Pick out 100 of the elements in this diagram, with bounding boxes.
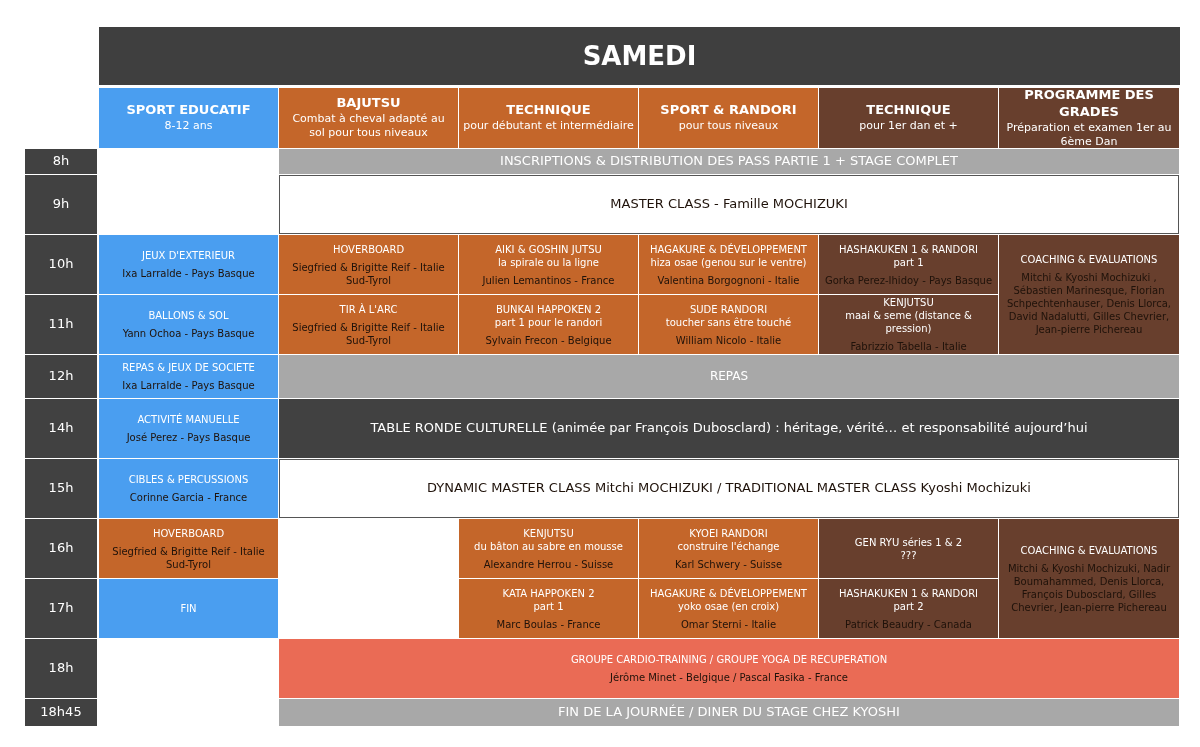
session-subtitle: toucher sans être touché	[665, 315, 792, 329]
title-bar: SAMEDI	[99, 27, 1180, 85]
session-title: REPAS & JEUX DE SOCIETE	[122, 361, 255, 374]
instructor-names: Omar Sterni - Italie	[680, 617, 777, 631]
instructor-names: Siegfried & Brigitte Reif - Italie Sud-Tyrol	[291, 320, 446, 347]
session-subtitle: construire l'échange	[677, 539, 780, 553]
time-cell	[25, 579, 97, 638]
session-title: HASHAKUKEN 1 & RANDORI	[838, 242, 979, 256]
session-cell	[459, 519, 638, 578]
time-cell	[25, 355, 97, 398]
general-session	[279, 399, 1179, 458]
session-title: HAGAKURE & DÉVELOPPEMENT	[650, 242, 807, 256]
session-title: TIR À L'ARC	[339, 302, 398, 316]
time-label: 14h	[48, 420, 74, 437]
session-title: FIN	[180, 602, 197, 615]
session-subtitle: hiza osae (genou sur le ventre)	[650, 255, 807, 269]
column-header	[99, 88, 278, 148]
session-cell	[279, 295, 458, 354]
session-title: SUDE RANDORI	[689, 302, 768, 316]
column-header	[639, 88, 818, 148]
session-subtitle: du bâton au sabre en mousse	[474, 539, 623, 553]
session-title: DYNAMIC MASTER CLASS Mitchi MOCHIZUKI / TRADITIONAL MASTER CLASS Kyoshi Mochizuki	[427, 480, 1031, 497]
time-label: 12h	[48, 368, 74, 385]
session-cell	[639, 519, 818, 578]
instructor-names: William Nicolo - Italie	[675, 333, 782, 347]
session-title: FIN DE LA JOURNÉE / DINER DU STAGE CHEZ KYOSHI	[558, 704, 900, 721]
instructor-names: Sylvain Frecon - Belgique	[485, 333, 612, 347]
instructor-names: Fabrizzio Tabella - Italie	[850, 340, 967, 353]
session-cell	[459, 295, 638, 354]
session-title: COACHING & EVALUATIONS	[1020, 543, 1158, 557]
session-title: MASTER CLASS - Famille MOCHIZUKI	[610, 196, 848, 213]
instructor-names: Corinne Garcia - France	[129, 491, 248, 504]
session-title: BALLONS & SOL	[148, 309, 229, 322]
column-header	[279, 88, 458, 148]
session-title: ACTIVITÉ MANUELLE	[137, 413, 240, 426]
instructor-names: Siegfried & Brigitte Reif - Italie Sud-Tyrol	[291, 260, 446, 287]
column-subtitle: Combat à cheval adapté au sol pour tous niveaux	[291, 112, 446, 141]
session-cell	[99, 295, 278, 354]
column-header	[999, 88, 1179, 148]
session-title: GROUPE CARDIO-TRAINING / GROUPE YOGA DE RECUPERATION	[570, 653, 888, 666]
column-subtitle: pour 1er dan et +	[859, 119, 958, 134]
time-cell	[25, 175, 97, 234]
session-cell	[999, 519, 1179, 638]
session-subtitle: maai & seme (distance & pression)	[844, 309, 973, 335]
session-cell	[459, 579, 638, 638]
instructor-names: Ixa Larralde - Pays Basque	[122, 267, 255, 280]
column-title: PROGRAMME DES GRADES	[1023, 86, 1155, 121]
session-cell	[639, 295, 818, 354]
general-session	[279, 459, 1179, 518]
session-cell	[639, 235, 818, 294]
time-cell	[25, 295, 97, 354]
instructor-names: Siegfried & Brigitte Reif - Italie Sud-Tyrol	[111, 544, 266, 571]
session-title: KENJUTSU	[523, 526, 574, 540]
time-label: 18h	[48, 660, 74, 677]
column-subtitle: pour tous niveaux	[678, 119, 779, 134]
session-title: HAGAKURE & DÉVELOPPEMENT	[650, 586, 807, 600]
session-cell	[99, 459, 278, 518]
session-cell	[819, 579, 998, 638]
general-band	[279, 149, 1179, 174]
time-cell	[25, 639, 97, 698]
instructor-names: Yann Ochoa - Pays Basque	[122, 327, 255, 340]
session-cell	[819, 519, 998, 578]
session-title: BUNKAI HAPPOKEN 2	[495, 302, 602, 316]
instructor-names: José Perez - Pays Basque	[126, 431, 251, 444]
session-subtitle: part 1	[533, 599, 564, 613]
time-cell	[25, 459, 97, 518]
time-label: 18h45	[40, 704, 82, 721]
session-title: CIBLES & PERCUSSIONS	[128, 473, 249, 486]
session-cell	[99, 355, 278, 398]
general-session	[279, 175, 1179, 234]
session-cell	[99, 579, 278, 638]
time-label: 9h	[52, 196, 70, 213]
session-subtitle: ???	[900, 548, 917, 562]
time-cell	[25, 519, 97, 578]
column-title: SPORT EDUCATIF	[126, 102, 251, 120]
session-title: TABLE RONDE CULTURELLE (animée par François Dubosclard) : héritage, vérité… et responsabilité aujourd’hui	[370, 420, 1088, 437]
session-title: KENJUTSU	[883, 296, 934, 309]
instructor-names: Marc Boulas - France	[496, 617, 601, 631]
session-cell	[639, 579, 818, 638]
session-title: HOVERBOARD	[332, 242, 405, 256]
session-subtitle: part 1 pour le randori	[494, 315, 603, 329]
session-title: REPAS	[709, 368, 749, 385]
instructor-names: Mitchi & Kyoshi Mochizuki, Nadir Boumahammed, Denis Llorca, François Dubosclard, Gilles Chevrier, Jean-pierre Pichereau	[1006, 561, 1172, 614]
instructor-names: Julien Lemantinos - France	[482, 273, 615, 287]
time-label: 17h	[48, 600, 74, 617]
instructor-names: Patrick Beaudry - Canada	[845, 617, 972, 631]
instructor-names: Alexandre Herrou - Suisse	[483, 557, 614, 571]
session-title: JEUX D'EXTERIEUR	[142, 249, 235, 262]
session-title: COACHING & EVALUATIONS	[1020, 253, 1158, 266]
instructor-names: Valentina Borgognoni - Italie	[657, 273, 800, 287]
session-cell	[99, 519, 278, 578]
column-header	[819, 88, 998, 148]
column-subtitle: Préparation et examen 1er au 6ème Dan	[1005, 120, 1173, 150]
instructor-names: Mitchi & Kyoshi Mochizuki , Sébastien Marinesque, Florian Schpechtenhauser, Denis Llorca, David Nadalutti, Gilles Chevrier, Jean-pierre Pichereau	[1005, 271, 1173, 336]
column-title: SPORT & RANDORI	[660, 102, 797, 120]
session-cell	[99, 399, 278, 458]
session-cell	[99, 235, 278, 294]
session-subtitle: yoko osae (en croix)	[677, 599, 780, 613]
session-cell	[819, 235, 998, 294]
time-label: 8h	[52, 153, 70, 170]
